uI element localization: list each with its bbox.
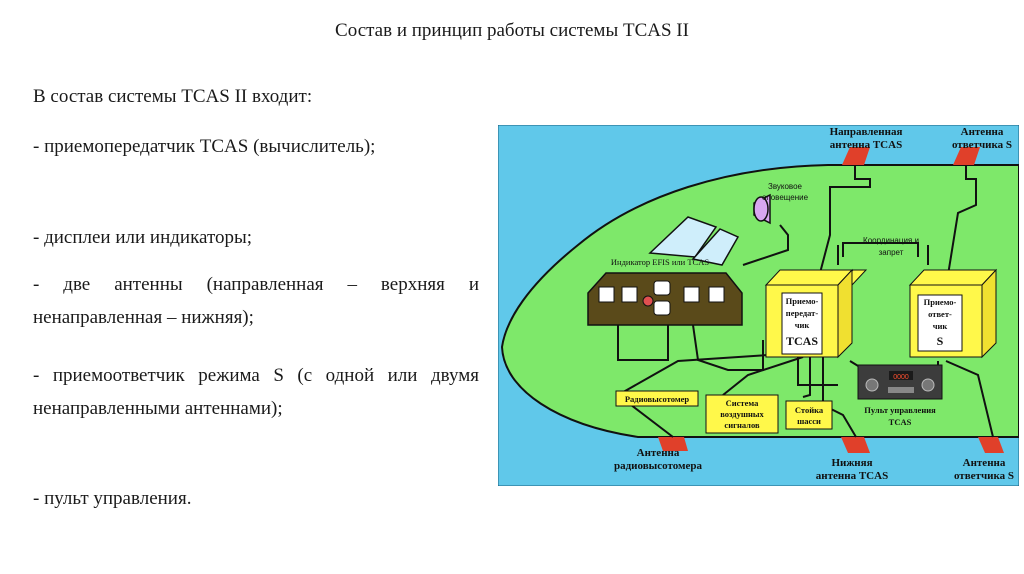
indicator-screen: [708, 286, 725, 303]
label-landing-gear: шасси: [797, 416, 821, 426]
label-lower-tcas-antenna: Нижняя: [831, 457, 872, 469]
label-audio-warning: оповещение: [762, 193, 809, 202]
tcas-unit-text: передат-: [786, 308, 819, 318]
label-audio-warning: Звуковое: [768, 182, 803, 191]
cockpit-window-icon: [648, 216, 718, 258]
tcas-control-panel: 0000: [857, 364, 943, 400]
label-transponder-antenna-top: Антенна: [961, 126, 1004, 138]
label-control-panel: TCAS: [889, 417, 912, 427]
indicator-screen: [653, 280, 671, 296]
label-air-data: сигналов: [724, 420, 760, 430]
transponder-antenna-top-icon: [953, 147, 980, 165]
label-lower-tcas-antenna: антенна TCAS: [816, 470, 888, 482]
control-panel-display: 0000: [893, 374, 909, 381]
label-radio-alt-antenna: радиовысотомера: [614, 460, 703, 472]
transponder-antenna-bottom-icon: [978, 437, 1004, 453]
label-control-panel: Пульт управления: [864, 405, 936, 415]
landing-gear-box: [785, 400, 833, 430]
lower-tcas-antenna-icon: [841, 437, 870, 453]
list-item-transceiver: - приемопередатчик TCAS (вычислитель);: [33, 136, 376, 157]
indicator-screen: [621, 286, 638, 303]
intro-text: В состав системы TCAS II входит:: [33, 86, 313, 107]
list-item-transponder: - приемоответчик режима S (с одной или д…: [33, 365, 479, 419]
label-indicator: Индикатор EFIS или TCAS: [611, 257, 709, 267]
transponder-unit-text: ответ-: [928, 309, 952, 319]
indicator-screen: [653, 300, 671, 316]
transponder-unit-text: S: [937, 334, 944, 348]
tcas-unit-text: чик: [795, 320, 810, 330]
air-data-system-box: [705, 394, 779, 434]
label-air-data: воздушных: [720, 409, 764, 419]
label-coordination: Координация и: [863, 236, 919, 245]
radio-altimeter-antenna-icon: [658, 437, 688, 451]
transponder-box: [908, 268, 998, 359]
slide-title: Состав и принцип работы системы TCAS II: [335, 20, 689, 41]
directional-antenna-icon: [842, 147, 870, 165]
radio-altimeter-box: [615, 390, 699, 407]
label-radio-alt-antenna: Антенна: [637, 447, 680, 459]
list-item-control-panel: - пульт управления.: [33, 488, 192, 509]
label-transponder-antenna-bottom: Антенна: [963, 457, 1006, 469]
indicator-lamp-icon: [642, 295, 654, 307]
label-directional-antenna: Направленная: [830, 126, 903, 138]
cockpit-window-icon: [691, 228, 740, 266]
label-transponder-antenna-top: ответчика S: [952, 139, 1012, 151]
indicator-screen: [683, 286, 700, 303]
tcas-diagram: 0000 Направленная антенна TCAS Антенна о…: [498, 125, 1019, 486]
wiring-lines: [616, 165, 994, 438]
label-landing-gear: Стойка: [795, 405, 824, 415]
tcas-unit-text: TCAS: [786, 334, 818, 348]
list-item-antennas: - две антенны (направленная – верхняя и …: [33, 274, 479, 328]
control-knob-icon: [921, 378, 935, 392]
control-buttons: [888, 387, 914, 393]
control-knob-icon: [865, 378, 879, 392]
label-radio-altimeter: Радиовысотомер: [625, 394, 690, 404]
label-air-data: Система: [726, 398, 759, 408]
speaker-icon: [753, 193, 771, 225]
list-item-displays: - дисплеи или индикаторы;: [33, 227, 253, 248]
transponder-unit-text: чик: [933, 321, 948, 331]
label-transponder-antenna-bottom: ответчика S: [954, 470, 1014, 482]
label-directional-antenna: антенна TCAS: [830, 139, 902, 151]
transponder-unit-text: Приемо-: [924, 297, 957, 307]
label-coordination: запрет: [879, 248, 904, 257]
indicator-panel: [587, 272, 743, 326]
tcas-transceiver-box: [764, 268, 868, 359]
indicator-screen: [598, 286, 615, 303]
tcas-unit-text: Приемо-: [786, 296, 819, 306]
